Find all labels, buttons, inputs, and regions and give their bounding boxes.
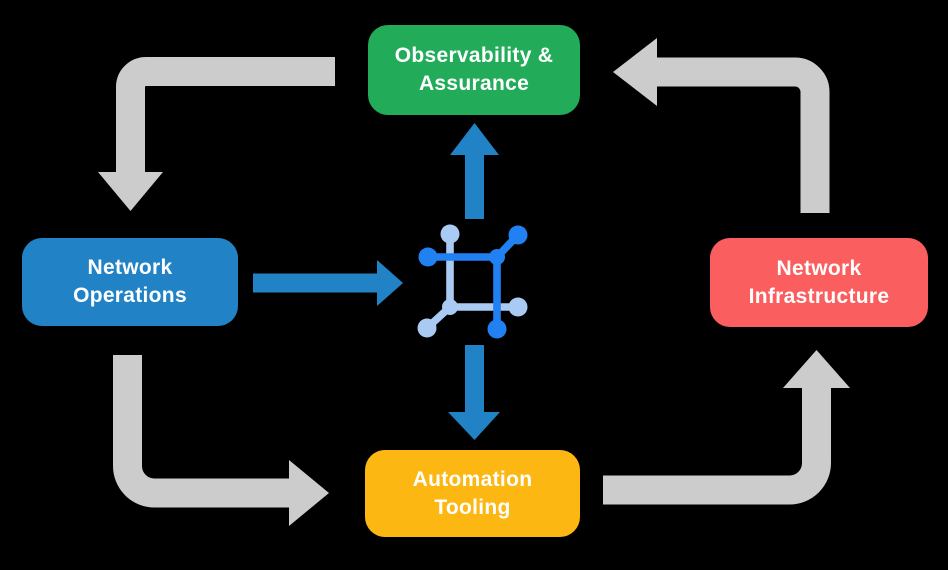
- arrow-operations-to-automation: [113, 355, 329, 526]
- arrow-shaft: [465, 155, 484, 219]
- icon-node-top-right: [508, 225, 528, 245]
- node-network-operations: Network Operations: [22, 238, 238, 326]
- node-observability-assurance: Observability & Assurance: [368, 25, 580, 115]
- arrowhead-down-icon: [98, 172, 163, 211]
- arrow-shaft: [603, 388, 831, 505]
- node-network-infrastructure: Network Infrastructure: [710, 238, 928, 327]
- icon-node-right: [508, 297, 528, 317]
- node-label-line2: Operations: [73, 284, 187, 307]
- node-label-line2: Infrastructure: [748, 284, 890, 308]
- arrow-automation-to-infrastructure: [603, 350, 850, 505]
- icon-junction-bl: [442, 299, 458, 315]
- arrow-observability-to-operations: [98, 57, 335, 211]
- arrow-shaft: [657, 57, 830, 213]
- node-label-line2: Assurance: [418, 72, 530, 95]
- arrow-shaft: [113, 355, 289, 508]
- arrowhead-down-icon: [448, 412, 500, 440]
- node-label-line1: Network: [776, 256, 862, 280]
- arrowhead-right-icon: [377, 260, 403, 306]
- arrow-center-to-observability: [450, 123, 499, 219]
- arrow-shaft: [465, 345, 484, 412]
- arrow-infrastructure-to-observability: [613, 38, 830, 213]
- arrow-shaft: [116, 57, 335, 173]
- arrow-shaft: [253, 273, 377, 293]
- icon-node-bottom: [487, 319, 507, 339]
- arrowhead-up-icon: [783, 350, 850, 388]
- icon-node-left: [418, 247, 438, 267]
- node-label-line1: Network: [87, 256, 173, 280]
- icon-node-top: [440, 224, 460, 244]
- network-fabric-icon: [417, 224, 528, 339]
- arrow-operations-to-center: [253, 260, 403, 306]
- node-label-line1: Observability &: [394, 44, 554, 68]
- arrowhead-left-icon: [613, 38, 657, 106]
- node-label-line2: Tooling: [434, 495, 511, 519]
- icon-junction-tr: [489, 249, 505, 265]
- icon-node-bottom-left: [417, 318, 437, 338]
- arrow-center-to-automation: [448, 345, 500, 440]
- arrowhead-up-icon: [450, 123, 499, 155]
- node-label-line1: Automation: [412, 467, 533, 491]
- node-automation-tooling: Automation Tooling: [365, 450, 580, 537]
- arrowhead-right-icon: [289, 460, 329, 526]
